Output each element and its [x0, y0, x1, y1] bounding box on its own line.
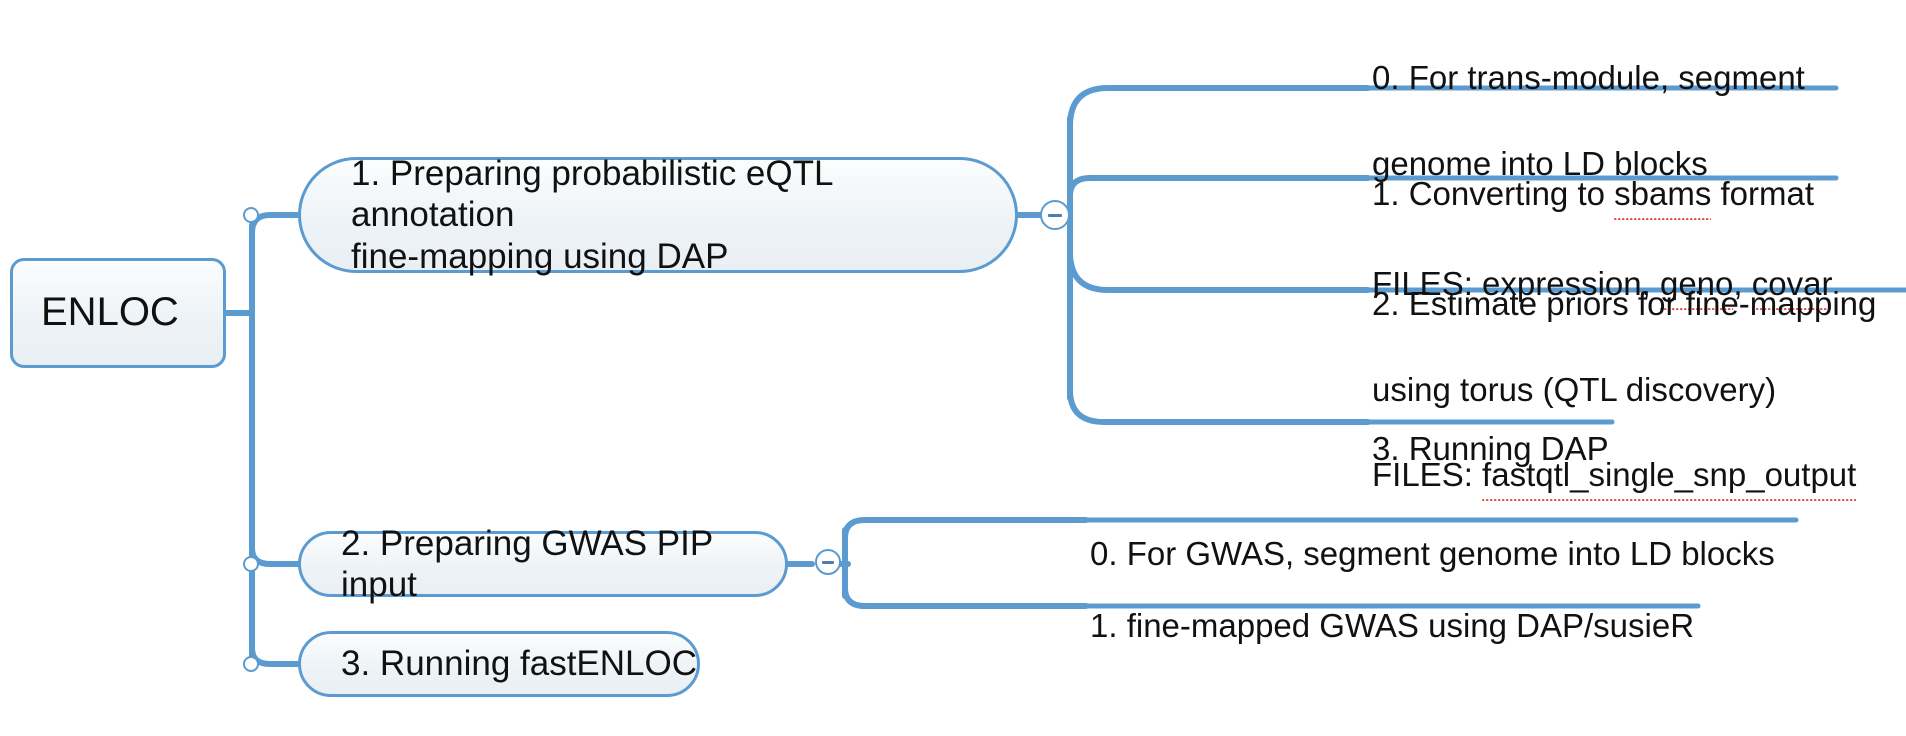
leaf-1-2-line2: using torus (QTL discovery) — [1372, 370, 1777, 408]
branch-node-2[interactable]: 2. Preparing GWAS PIP input — [298, 524, 788, 604]
branch-joint-icon-3[interactable] — [243, 656, 259, 672]
leaf-1-1-line1-prefix: 1. Converting to — [1372, 174, 1615, 212]
leaf-1-2-misspelled-fastqtl: fastqtl_single_snp_output — [1482, 454, 1857, 502]
wire-branch1-leaf0 — [1067, 85, 1371, 129]
leaf-1-3-line1: 3. Running DAP — [1372, 429, 1609, 467]
wire-root-to-branch3 — [249, 645, 301, 667]
wire-branch2-leaf1 — [842, 585, 1089, 609]
collapse-minus-icon-branch-1[interactable] — [1040, 200, 1070, 230]
root-node[interactable]: ENLOC — [10, 258, 226, 368]
branch-joint-icon-1[interactable] — [243, 207, 259, 223]
leaf-1-0-line1: 0. For trans-module, segment — [1372, 58, 1805, 96]
leaf-1-1-misspelled-geno: geno — [1659, 262, 1734, 310]
branch-node-1[interactable]: 1. Preparing probabilistic eQTL annotati… — [298, 154, 1018, 276]
wire-branch1-leaf1 — [1067, 175, 1371, 199]
leaf-1-1-misspelled-sbams: sbams — [1614, 172, 1712, 220]
leaf-1-1-line2-prefix: FILES: expression, — [1372, 264, 1660, 302]
wire-root-to-branch2 — [249, 545, 301, 567]
leaf-node-1-1[interactable]: 1. Converting to sbams format FILES: exp… — [1372, 130, 1842, 312]
leaf-node-2-1[interactable]: 1. fine-mapped GWAS using DAP/susieR — [1090, 562, 1750, 650]
wire-branch2-leaf0 — [842, 517, 1089, 541]
branch-node-3[interactable]: 3. Running fastENLOC — [298, 631, 700, 697]
leaf-2-1-line1: 1. fine-mapped GWAS using DAP/susieR — [1090, 606, 1695, 644]
wire-root-to-branch1 — [249, 212, 301, 236]
wire-branch1-leaf3 — [1067, 387, 1371, 425]
leaf-1-2-line3-prefix: FILES: — [1372, 456, 1483, 494]
branch-joint-icon-2[interactable] — [243, 556, 259, 572]
leaf-1-2-line1: 2. Estimate priors for fine-mapping — [1372, 284, 1877, 322]
leaf-1-1-line1-suffix: format — [1711, 174, 1815, 212]
leaf-node-2-0[interactable]: 0. For GWAS, segment genome into LD bloc… — [1090, 490, 1790, 578]
wire-branch1-leaf2 — [1067, 249, 1371, 293]
leaf-1-1-misspelled-covar: covar — [1751, 262, 1833, 310]
leaf-2-0-line1: 0. For GWAS, segment genome into LD bloc… — [1090, 534, 1775, 572]
leaf-node-1-3[interactable]: 3. Running DAP — [1372, 385, 1622, 473]
leaf-1-1-line2-mid: , — [1733, 264, 1752, 302]
collapse-minus-icon-branch-2[interactable] — [815, 549, 841, 575]
